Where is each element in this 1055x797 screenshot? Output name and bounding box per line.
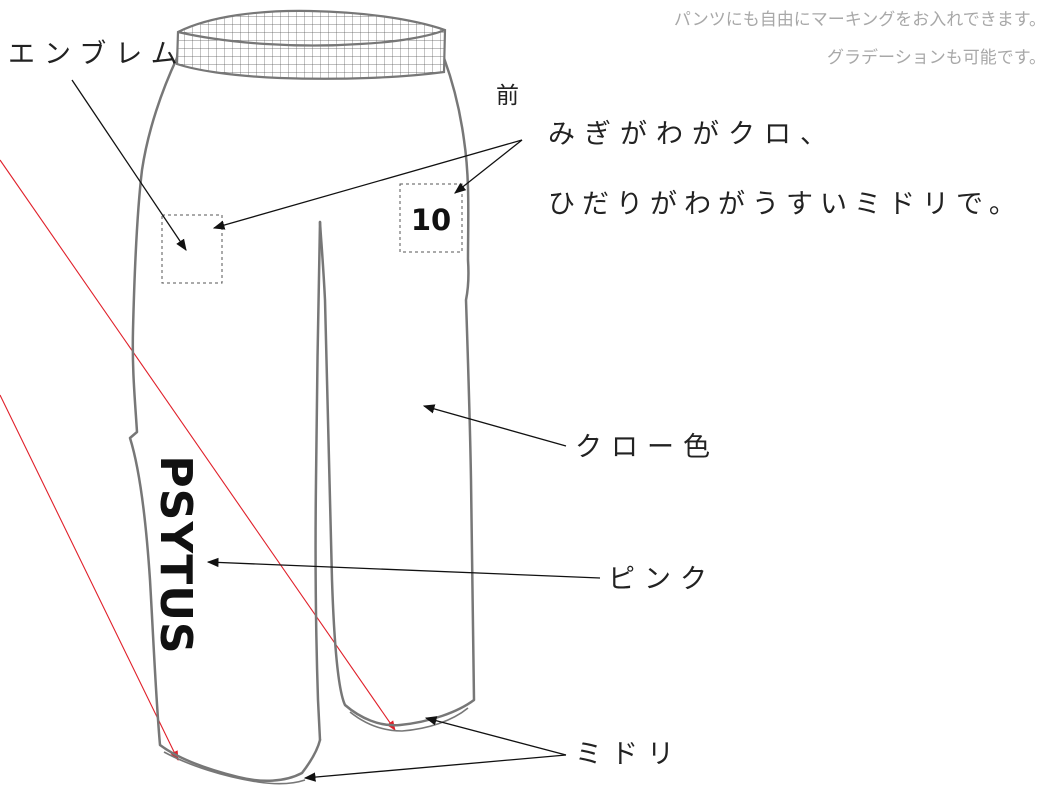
left-side-arrow (212, 139, 523, 230)
labels: パンツにも自由にマーキングをお入れできます。 グラデーションも可能です。 エンブ… (8, 10, 1046, 770)
body-color-label: クロー色 (575, 432, 719, 463)
cuffs (163, 707, 469, 785)
emblem-arrow (71, 79, 187, 251)
note-line-1: パンツにも自由にマーキングをお入れできます。 (674, 10, 1046, 30)
left-leg-outline (128, 56, 322, 783)
waistband-top-edge (177, 28, 446, 47)
right-leg-outline (318, 56, 476, 727)
cuff-arrow-right (424, 716, 567, 756)
emblem-label: エンブレム (8, 39, 187, 70)
pants-outline (128, 48, 476, 783)
number-zone (399, 183, 463, 253)
left-cuff (163, 751, 306, 785)
emblem-zone (161, 214, 223, 284)
player-number: 10 (411, 203, 451, 237)
marking-zones: 10 PSYTUS (150, 183, 463, 655)
body-color-arrow (422, 404, 567, 447)
brand-text: PSYTUS (150, 455, 201, 654)
front-label: 前 (496, 83, 528, 109)
right-cuff (349, 707, 469, 732)
red-guide-lines (0, 159, 396, 761)
cuff-arrow-left (303, 754, 567, 782)
text-color-arrow (206, 557, 601, 579)
left-side-label: ひだりがわがうすいミドリで。 (548, 189, 1023, 220)
red-guide-line-upper (0, 159, 396, 731)
left-inseam (314, 220, 322, 742)
text-color-label: ピンク (608, 564, 716, 595)
right-side-label: みぎがわがクロ、 (548, 119, 836, 150)
right-side-arrow (454, 139, 523, 194)
pointer-arrows (71, 79, 601, 782)
red-guide-line-lower (0, 394, 179, 761)
cuff-color-label: ミドリ (575, 739, 683, 770)
waistband (175, 9, 447, 80)
note-line-2: グラデーションも可能です。 (827, 47, 1046, 68)
